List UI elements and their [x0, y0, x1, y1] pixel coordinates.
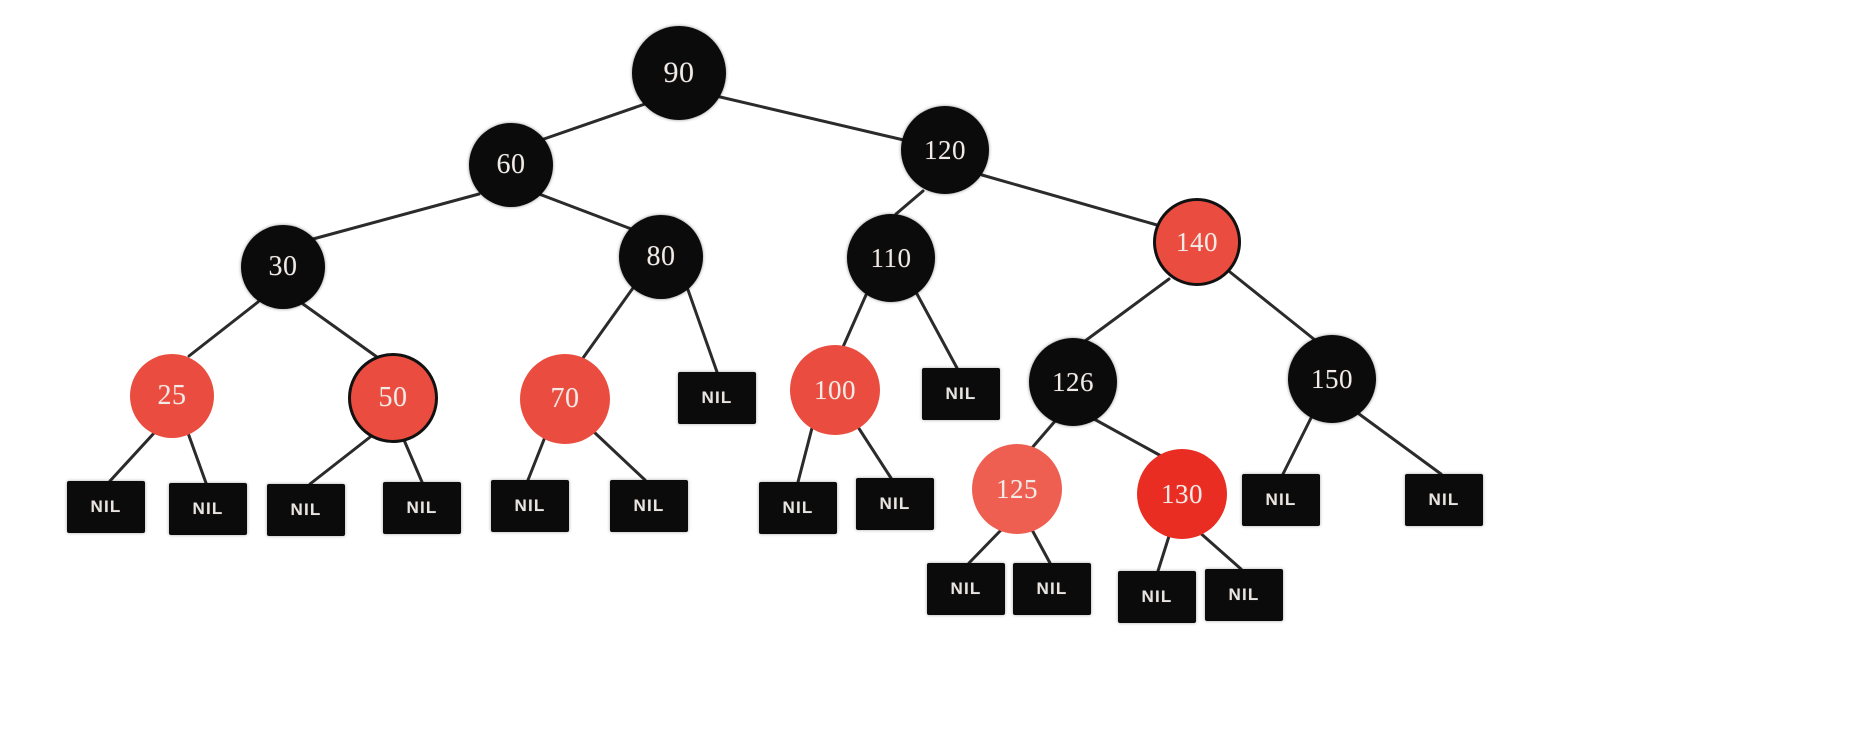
tree-nil-leaf: NIL	[1405, 474, 1483, 526]
tree-nil-leaf: NIL	[383, 482, 461, 534]
tree-node-125[interactable]: 125	[972, 444, 1062, 534]
tree-edge	[581, 286, 635, 360]
tree-edge	[967, 526, 1005, 565]
tree-edge	[1196, 529, 1243, 571]
tree-nil-leaf: NIL	[759, 482, 837, 534]
tree-nil-leaf: NIL	[491, 480, 569, 532]
tree-edge	[537, 192, 636, 232]
tree-edge	[1281, 412, 1315, 476]
tree-nil-leaf: NIL	[1242, 474, 1320, 526]
tree-node-130[interactable]: 130	[1137, 449, 1227, 539]
tree-node-120[interactable]: 120	[901, 106, 989, 194]
tree-edge	[186, 431, 208, 485]
tree-edge	[526, 435, 547, 482]
tree-nil-leaf: NIL	[678, 372, 756, 424]
tree-nil-leaf: NIL	[927, 563, 1005, 615]
tree-edge	[1353, 409, 1443, 476]
tree-edge	[402, 438, 424, 484]
tree-edge	[1029, 526, 1052, 565]
tree-edge	[856, 425, 893, 480]
tree-node-150[interactable]: 150	[1288, 335, 1376, 423]
tree-nil-leaf: NIL	[169, 483, 247, 535]
tree-node-140[interactable]: 140	[1153, 198, 1241, 286]
tree-nil-leaf: NIL	[67, 481, 145, 533]
tree-edge	[311, 192, 481, 241]
tree-edge	[1029, 418, 1058, 451]
tree-edge	[841, 293, 868, 349]
tree-node-110[interactable]: 110	[847, 214, 935, 302]
tree-nil-leaf: NIL	[1205, 569, 1283, 621]
tree-nil-leaf: NIL	[267, 484, 345, 536]
tree-node-90[interactable]: 90	[632, 26, 726, 120]
tree-edge	[915, 292, 959, 370]
tree-edge	[1156, 531, 1172, 573]
tree-node-60[interactable]: 60	[469, 123, 553, 207]
tree-node-50[interactable]: 50	[348, 353, 438, 443]
tree-edge	[539, 102, 647, 142]
tree-edge	[308, 432, 376, 486]
tree-node-30[interactable]: 30	[241, 225, 325, 309]
tree-edge	[980, 173, 1159, 227]
tree-node-80[interactable]: 80	[619, 215, 703, 299]
tree-edge	[301, 302, 379, 359]
tree-nil-leaf: NIL	[1118, 571, 1196, 623]
tree-nil-leaf: NIL	[610, 480, 688, 532]
tree-node-100[interactable]: 100	[790, 345, 880, 435]
tree-edge	[894, 189, 925, 216]
tree-edge	[108, 430, 157, 483]
tree-edge	[187, 300, 260, 358]
tree-nil-leaf: NIL	[922, 368, 1000, 420]
tree-nil-leaf: NIL	[856, 478, 934, 530]
tree-edge	[714, 94, 910, 143]
tree-edge	[1228, 270, 1317, 342]
tree-edge	[685, 285, 719, 374]
tree-edge	[1092, 417, 1165, 459]
tree-edge	[592, 430, 647, 482]
tree-edge	[796, 426, 814, 484]
tree-node-25[interactable]: 25	[130, 354, 214, 438]
tree-node-126[interactable]: 126	[1029, 338, 1117, 426]
tree-nil-leaf: NIL	[1013, 563, 1091, 615]
tree-edge	[1083, 277, 1171, 343]
tree-node-70[interactable]: 70	[520, 354, 610, 444]
